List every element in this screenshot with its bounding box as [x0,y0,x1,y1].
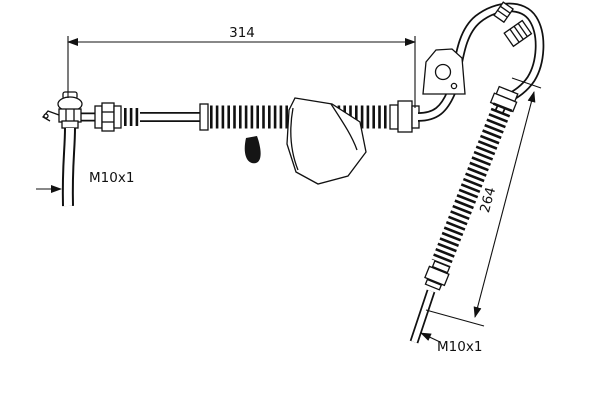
left-thread-callout: M10x1 [36,170,134,193]
retaining-clip-2 [493,1,514,24]
hose-horizontal-section [80,102,392,164]
mounting-bracket [286,97,367,185]
hex-union-left [94,102,122,132]
bracket-plate [422,48,466,95]
bottom-thread-callout: M10x1 [420,332,482,355]
thread-left-label: M10x1 [89,170,134,186]
hex-fitting-lower-diagonal [424,260,451,291]
dimension-264-label: 264 [477,185,499,214]
bracket-hole [434,63,452,81]
dimension-314-label: 314 [229,25,255,41]
retaining-clip [503,19,533,48]
diagonal-dimension: 264 [425,77,542,327]
positioning-clip [244,136,261,164]
collar [199,103,209,131]
corrugated-sleeve-diagonal [431,102,513,267]
thread-bottom-label: M10x1 [437,339,482,355]
left-end-fitting [42,91,83,207]
top-dimension: 314 [67,25,416,108]
hose-diagonal-section [409,85,519,344]
